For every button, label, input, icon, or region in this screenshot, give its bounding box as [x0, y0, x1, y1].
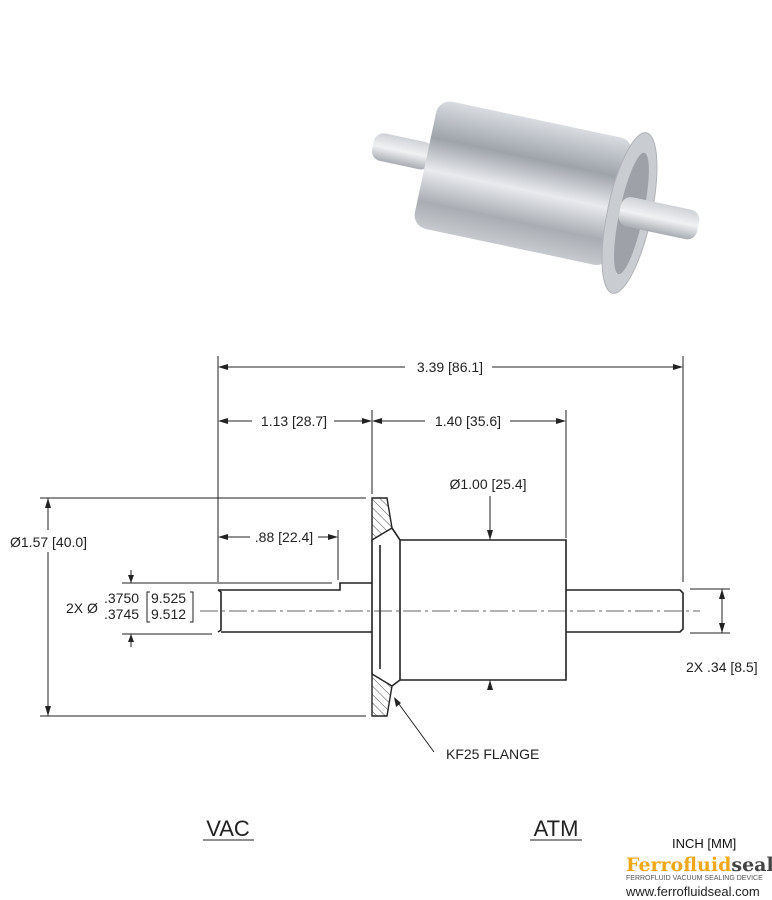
- body-diameter-dim: Ø1.00 [25.4]: [449, 476, 526, 492]
- part-section-view: [200, 497, 700, 717]
- shaft-diameter-lower-in: .3745: [104, 606, 139, 622]
- atm-length-dim: 1.40 [35.6]: [435, 413, 501, 429]
- vac-length-dim: 1.13 [28.7]: [261, 413, 327, 429]
- product-3d-render: [371, 101, 700, 294]
- shaft-flat-dim: 2X .34 [8.5]: [686, 659, 758, 675]
- logo-brand-part1: Ferrofluid: [626, 854, 732, 876]
- flange-diameter-dim: Ø1.57 [40.0]: [10, 534, 87, 550]
- vac-label: VAC: [206, 816, 250, 841]
- logo-brand-part2: seal: [731, 854, 772, 876]
- flange-label: KF25 FLANGE: [446, 746, 539, 762]
- atm-label: ATM: [534, 816, 579, 841]
- shaft-diameter-upper-mm: 9.525: [151, 590, 186, 606]
- logo-url: www.ferrofluidseal.com: [626, 884, 760, 899]
- shaft-diameter-lower-mm: 9.512: [151, 606, 186, 622]
- logo-tagline: FERROFLUID VACUUM SEALING DEVICE: [626, 875, 763, 882]
- units-label: INCH [MM]: [672, 836, 737, 851]
- overall-length-dim: 3.39 [86.1]: [417, 359, 483, 375]
- shaft-diameter-upper-in: .3750: [104, 590, 139, 606]
- ferrofluidseal-logo: Ferrofluidseal FERROFLUID VACUUM SEALING…: [626, 855, 772, 899]
- shaft-diameter-prefix: 2X Ø: [66, 600, 98, 616]
- shaft-step-dim: .88 [22.4]: [255, 529, 313, 545]
